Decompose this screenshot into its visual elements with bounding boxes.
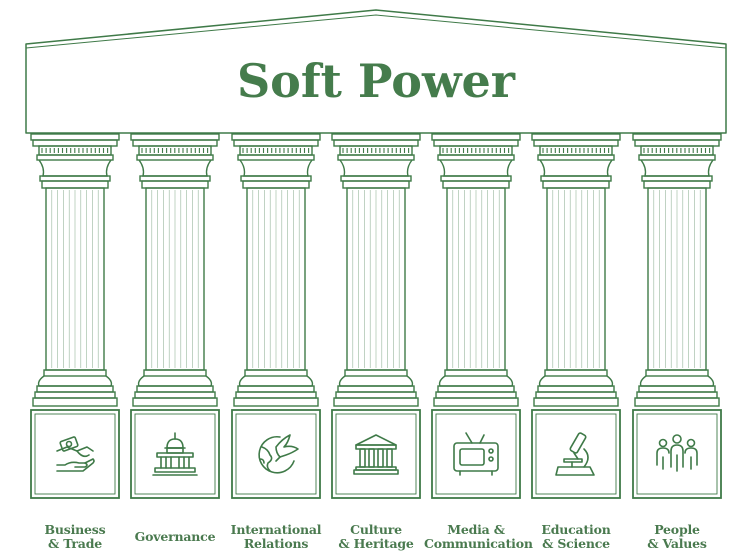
pillar-base bbox=[533, 369, 619, 407]
pillar-capital bbox=[130, 133, 220, 189]
pillar-7 bbox=[632, 133, 722, 499]
pillar-base bbox=[132, 369, 218, 407]
pillar-base bbox=[233, 369, 319, 407]
pillar-label-line: & Science bbox=[542, 536, 610, 551]
pillar-capital bbox=[531, 133, 621, 189]
people-group-icon bbox=[656, 434, 698, 472]
pillar-plinth bbox=[231, 409, 321, 499]
pillar-plinth bbox=[331, 409, 421, 499]
pillar-plinth bbox=[431, 409, 521, 499]
pillar-6 bbox=[531, 133, 621, 499]
pillar-capital bbox=[331, 133, 421, 189]
pillar-shaft bbox=[546, 187, 606, 371]
pillar-base bbox=[32, 369, 118, 407]
pillar-plinth bbox=[30, 409, 120, 499]
pillar-label-line: & Heritage bbox=[338, 536, 414, 551]
diagram-title: Soft Power bbox=[237, 54, 516, 108]
pillar-label: Governance bbox=[123, 530, 227, 544]
pillar-label-line: Business bbox=[44, 522, 106, 537]
pillar-2 bbox=[130, 133, 220, 499]
pillar-base bbox=[333, 369, 419, 407]
pillar-shaft bbox=[45, 187, 105, 371]
pillar-label: Culture& Heritage bbox=[324, 523, 428, 551]
pillar-label-line: & Trade bbox=[47, 536, 102, 551]
pillar-3 bbox=[231, 133, 321, 499]
pillar-label-line: People bbox=[654, 522, 700, 537]
pillar-label: Education& Science bbox=[524, 523, 628, 551]
pillar-label-line: Communication bbox=[424, 536, 533, 551]
pillar-label-line: Relations bbox=[243, 536, 309, 551]
pillar-shaft bbox=[346, 187, 406, 371]
microscope-icon bbox=[555, 432, 595, 476]
pillar-label: Business& Trade bbox=[23, 523, 127, 551]
globe-dove-icon bbox=[258, 434, 299, 474]
pillar-label-line: & Values bbox=[647, 536, 707, 551]
pillar-label-line: Media & bbox=[447, 522, 505, 537]
pillar-label-line: International bbox=[230, 522, 322, 537]
pillar-label: People& Values bbox=[625, 523, 729, 551]
temple-roof bbox=[25, 9, 727, 134]
pillar-capital bbox=[431, 133, 521, 189]
pillar-label-line: Education bbox=[541, 522, 611, 537]
pillar-plinth bbox=[632, 409, 722, 499]
classical-museum-icon bbox=[353, 434, 399, 475]
pillar-shaft bbox=[145, 187, 205, 371]
pillar-shaft bbox=[446, 187, 506, 371]
pillar-1 bbox=[30, 133, 120, 499]
pillar-shaft bbox=[246, 187, 306, 371]
pillar-base bbox=[634, 369, 720, 407]
pillar-shaft bbox=[647, 187, 707, 371]
pillar-label: Media &Communication bbox=[424, 522, 533, 551]
pillar-plinth bbox=[130, 409, 220, 499]
pillar-plinth bbox=[531, 409, 621, 499]
pillar-label-line: Culture bbox=[350, 522, 402, 537]
pillar-capital bbox=[231, 133, 321, 189]
handshake-money-icon bbox=[56, 436, 95, 472]
pillar-capital bbox=[632, 133, 722, 189]
pillar-4 bbox=[331, 133, 421, 499]
pillar-base bbox=[433, 369, 519, 407]
pillar-capital bbox=[30, 133, 120, 189]
pillar-5 bbox=[431, 133, 521, 499]
pillar-label-line: Governance bbox=[134, 529, 216, 544]
television-icon bbox=[453, 432, 499, 476]
capitol-building-icon bbox=[152, 432, 198, 476]
